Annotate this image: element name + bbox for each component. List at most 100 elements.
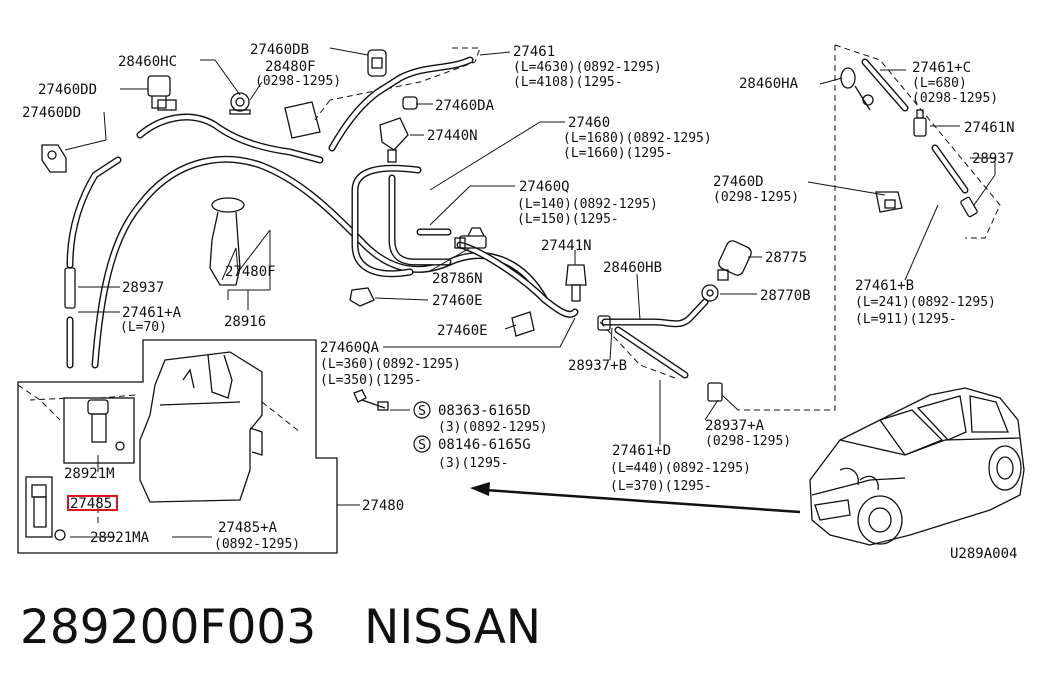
part-number: 289200F003	[20, 600, 317, 655]
pump-28921m	[63, 397, 135, 464]
reservoir-frame	[17, 339, 360, 554]
clip-28786n	[454, 237, 466, 249]
label-27461-range1: (L=4630)(0892-1295)	[513, 60, 662, 75]
label-27461c: 27461+C	[912, 60, 971, 76]
label-27441n: 27441N	[541, 238, 592, 254]
valve-27460d	[875, 191, 903, 213]
clip-27460da	[402, 96, 418, 110]
label-27460d-range: (0298-1295)	[713, 190, 799, 205]
hoses	[66, 56, 969, 379]
part-labels: 28460HC 27460DB 28480F (0298-1295) 27461…	[22, 42, 1017, 562]
reservoir-tank-27480	[139, 351, 263, 503]
label-28937b: 28937+B	[568, 358, 627, 374]
valve-27460db	[367, 49, 387, 77]
connector-28937-left	[64, 267, 76, 309]
label-27480f: 27480F	[225, 264, 276, 280]
connector-28937-right	[960, 196, 978, 218]
label-27461a: 27461+A	[122, 305, 182, 321]
grommet-28770b	[701, 284, 719, 302]
label-27460qa: 27460QA	[320, 340, 380, 356]
motor-28775	[717, 240, 752, 281]
label-27460db: 27460DB	[250, 42, 309, 58]
pump-28921ma	[25, 476, 66, 541]
nozzle-27440n	[379, 117, 409, 163]
label-28770b: 28770B	[760, 288, 811, 304]
circle-s-2: S	[418, 438, 426, 453]
label-27461d: 27461+D	[612, 443, 671, 459]
leader-lines	[64, 47, 996, 538]
clip-28460ha	[840, 67, 874, 111]
label-27485a-range: (0892-1295)	[214, 537, 300, 552]
pad-28480f	[284, 101, 321, 139]
circle-s-markers: S S	[413, 401, 431, 453]
label-27461b: 27461+B	[855, 278, 914, 294]
diagram-code: U289A004	[950, 546, 1017, 562]
label-28921ma: 28921MA	[90, 530, 150, 546]
highlight-27485	[67, 495, 118, 511]
label-27461b-range1: (L=241)(0892-1295)	[855, 295, 996, 310]
label-27460dd-2: 27460DD	[22, 105, 81, 121]
brand-name: NISSAN	[364, 600, 542, 655]
connector-28937a	[707, 382, 739, 411]
components	[25, 49, 978, 541]
car-illustration	[809, 387, 1025, 546]
label-08146: 08146-6165G	[438, 437, 531, 453]
label-28937-left: 28937	[122, 280, 164, 296]
label-27461n: 27461N	[964, 120, 1015, 136]
nozzle-27441n	[565, 264, 587, 302]
label-27460q-range1: (L=140)(0892-1295)	[517, 197, 658, 212]
label-27461c-length: (L=680)	[912, 76, 967, 91]
label-28921m: 28921M	[64, 466, 115, 482]
label-27485a: 27485+A	[218, 520, 278, 536]
label-27460: 27460	[568, 115, 610, 131]
label-28937-right: 28937	[972, 151, 1014, 167]
label-27461d-range2: (L=370)(1295-	[610, 479, 712, 494]
label-27460e-2: 27460E	[437, 323, 488, 339]
label-28480f-range: (0298-1295)	[255, 74, 341, 89]
label-28460hb: 28460HB	[603, 260, 662, 276]
label-08363: 08363-6165D	[438, 403, 531, 419]
label-28786n: 28786N	[432, 271, 483, 287]
clip-27460dd	[41, 144, 67, 173]
filler-27480f	[209, 197, 245, 286]
label-27460qa-range1: (L=360)(0892-1295)	[320, 357, 461, 372]
label-27460q: 27460Q	[519, 179, 570, 195]
label-27461c-range: (0298-1295)	[912, 91, 998, 106]
label-27461-range2: (L=4108)(1295-	[513, 75, 623, 90]
label-27460-range1: (L=1680)(0892-1295)	[563, 131, 712, 146]
footer-title: 289200F003 NISSAN	[20, 600, 541, 655]
label-28937a-range: (0298-1295)	[705, 434, 791, 449]
fitting-28937b	[597, 315, 611, 331]
bolt-08363	[353, 389, 389, 411]
label-27460-range2: (L=1660)(1295-	[563, 146, 673, 161]
grommet-28480f	[229, 92, 251, 115]
label-27460d: 27460D	[713, 174, 764, 190]
clip-28460hc	[147, 75, 177, 111]
label-27460q-range2: (L=150)(1295-	[517, 212, 619, 227]
label-28480f: 28480F	[265, 59, 316, 75]
joint-27460q	[459, 227, 487, 249]
label-28460ha: 28460HA	[739, 76, 799, 92]
label-27480: 27480	[362, 498, 404, 514]
clip-27460e	[349, 287, 535, 337]
location-arrow	[470, 482, 801, 514]
circle-s-1: S	[418, 404, 426, 419]
label-27461a-length: (L=70)	[120, 320, 167, 335]
connector-27461n	[913, 109, 927, 137]
label-27461d-range1: (L=440)(0892-1295)	[610, 461, 751, 476]
label-27460da: 27460DA	[435, 98, 495, 114]
label-28916: 28916	[224, 314, 266, 330]
label-27460dd-1: 27460DD	[38, 82, 97, 98]
label-27461b-range2: (L=911)(1295-	[855, 312, 957, 327]
label-28460hc: 28460HC	[118, 54, 177, 70]
label-27460e-1: 27460E	[432, 293, 483, 309]
label-08146-range: (3)(1295-	[438, 456, 508, 471]
label-27461: 27461	[513, 44, 555, 60]
label-27440n: 27440N	[427, 128, 478, 144]
label-28937a: 28937+A	[705, 418, 765, 434]
label-28775: 28775	[765, 250, 807, 266]
label-27460qa-range2: (L=350)(1295-	[320, 373, 422, 388]
label-08363-range: (3)(0892-1295)	[438, 420, 548, 435]
label-27485: 27485	[70, 496, 112, 512]
